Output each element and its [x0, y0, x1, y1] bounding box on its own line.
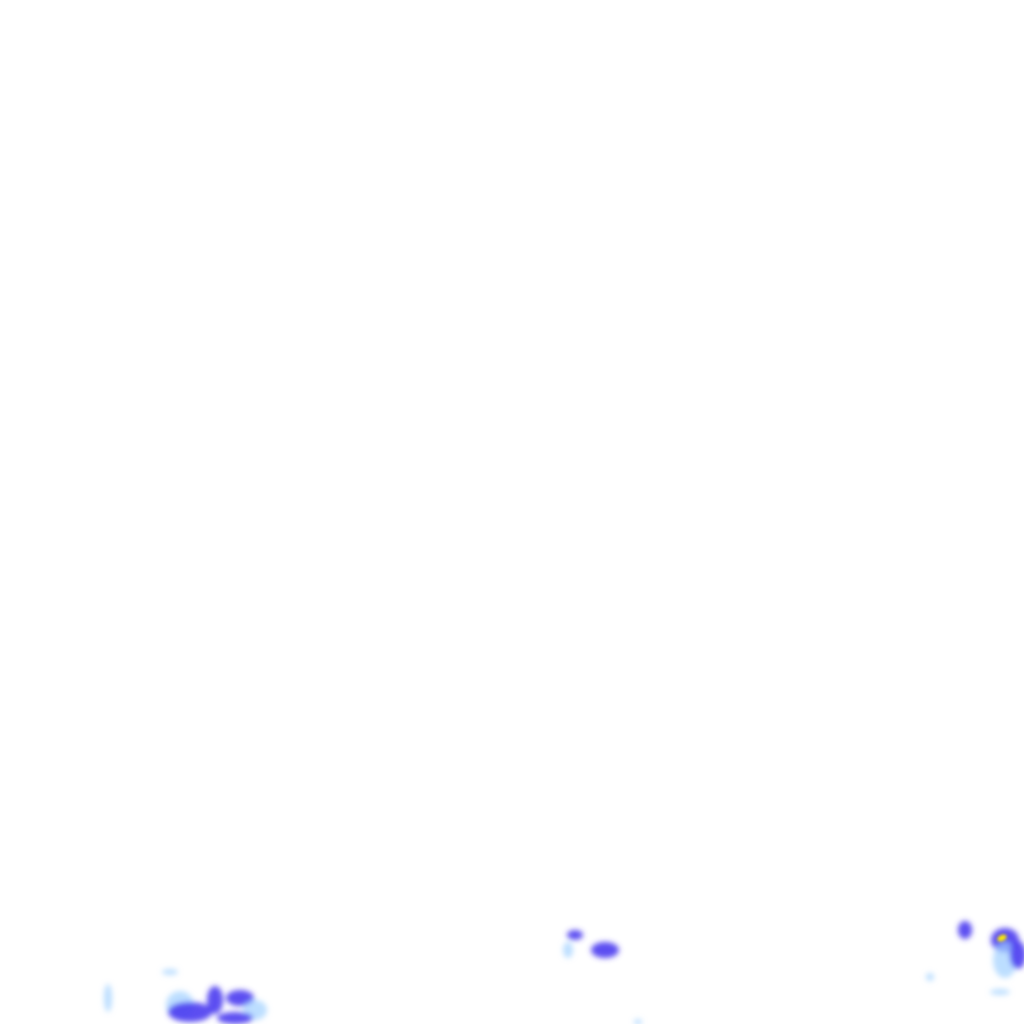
radar-echo-moderate: [1010, 941, 1024, 969]
radar-echo-moderate: [168, 1002, 212, 1022]
radar-echo-light: [162, 969, 178, 975]
radar-echo-light: [926, 973, 934, 981]
radar-echo-moderate: [207, 986, 223, 1014]
radar-echo-moderate: [217, 1012, 253, 1024]
radar-echo-moderate: [226, 990, 254, 1006]
radar-echo-moderate: [958, 921, 972, 939]
radar-echo-moderate: [591, 942, 619, 958]
radar-echo-heavy: [997, 934, 1007, 942]
radar-echo-moderate: [567, 930, 583, 940]
radar-echo-light: [990, 989, 1010, 995]
radar-echo-light: [634, 1019, 642, 1024]
radar-echo-light: [104, 984, 112, 1012]
radar-echo-light: [563, 942, 573, 958]
